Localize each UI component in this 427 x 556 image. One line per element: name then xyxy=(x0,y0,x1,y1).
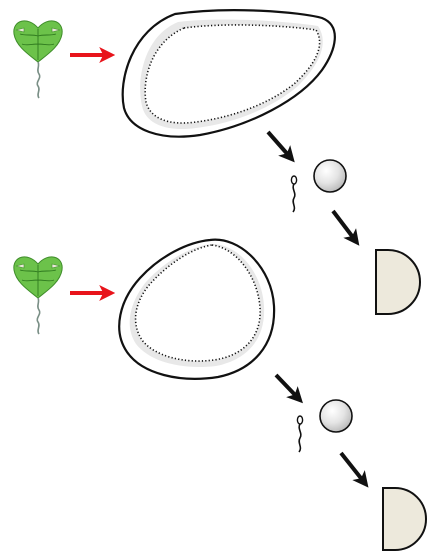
black-arrow-down-right-icon xyxy=(274,373,303,404)
sperm-cell-icon xyxy=(296,415,304,453)
rounded-vessel-with-dotted-lining xyxy=(118,238,276,380)
half-disc-icon xyxy=(375,249,421,315)
grey-sphere-icon xyxy=(313,159,347,193)
irregular-vessel-with-dotted-lining xyxy=(121,9,336,138)
black-arrow-down-right-icon xyxy=(339,451,369,488)
grey-sphere-icon xyxy=(319,399,353,433)
black-arrow-down-right-icon xyxy=(331,209,360,246)
green-leaf-organism-icon xyxy=(13,256,63,335)
green-leaf-organism-icon xyxy=(13,20,63,99)
row-1 xyxy=(13,9,421,315)
row-2 xyxy=(13,238,427,551)
sperm-cell-icon xyxy=(290,175,298,213)
black-arrow-down-right-icon xyxy=(266,130,295,163)
half-disc-icon xyxy=(382,487,427,551)
